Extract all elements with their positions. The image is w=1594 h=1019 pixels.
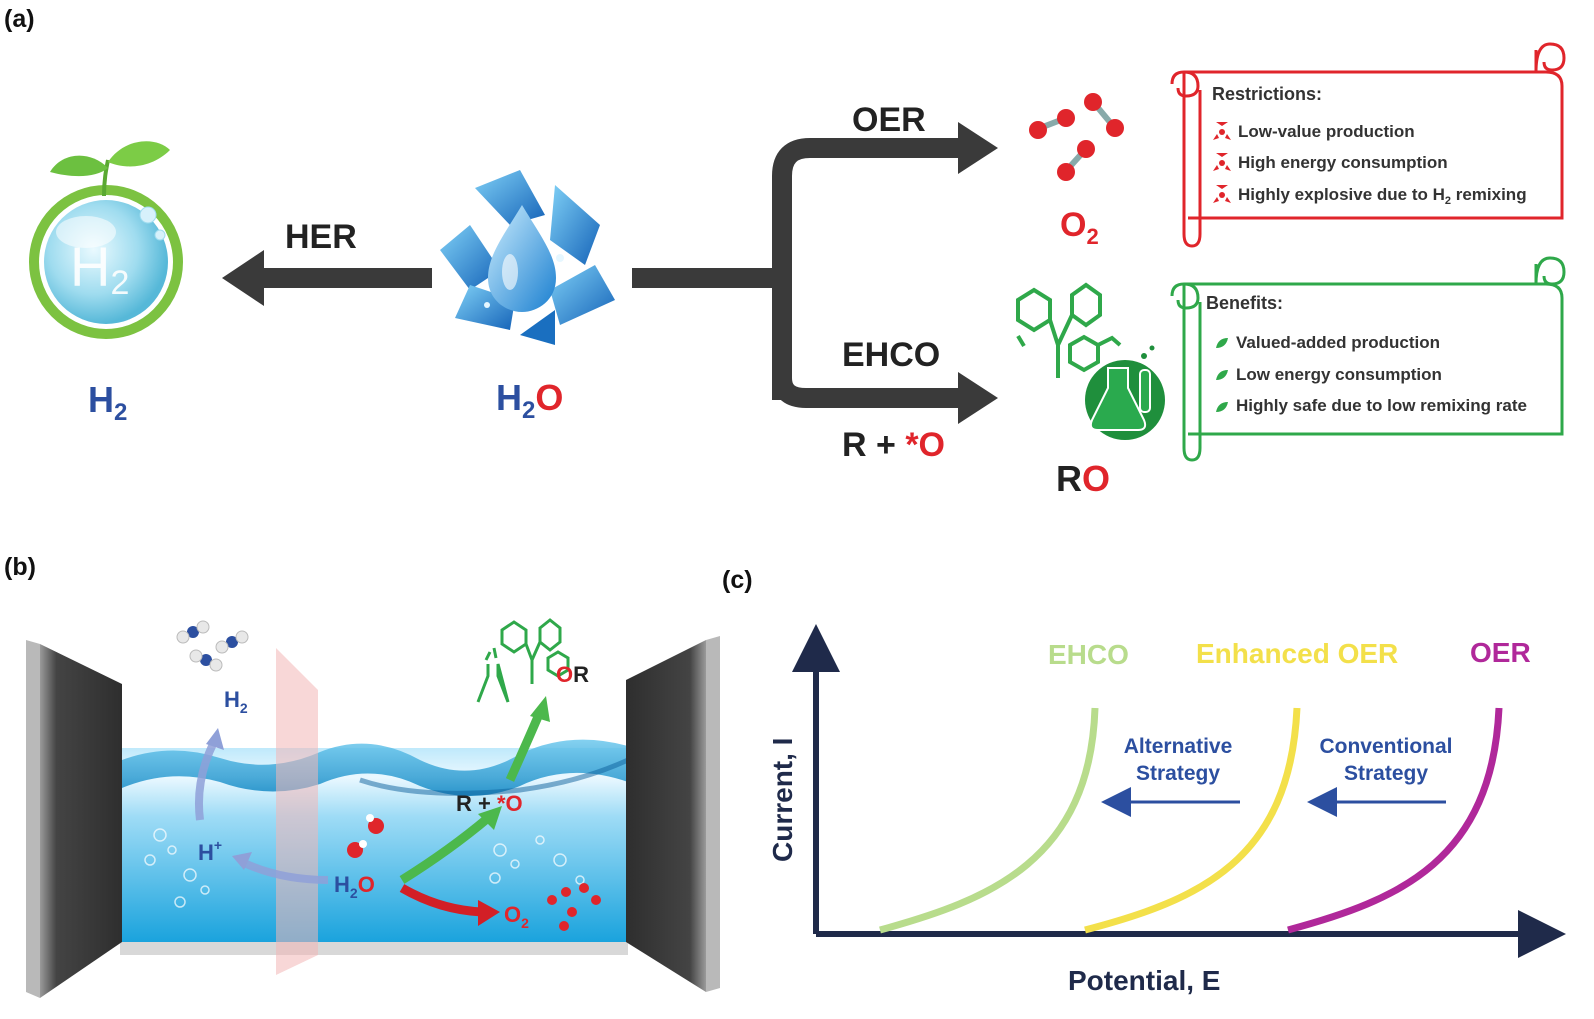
h-plus-label: H+ [198,837,222,865]
restriction-item-2: High energy consumption [1238,153,1448,172]
h2-molecules-icon [176,620,249,672]
or-product-label: OR [556,662,589,687]
r-plus-o-intermediate: R + *O [456,791,523,816]
restriction-item-1: Low-value production [1238,122,1415,141]
h2-gas-label: H2 [224,687,248,716]
hazard-icon [1213,185,1231,203]
legend-oer: OER [1470,637,1531,668]
h2-sphere-icon: H2 [29,141,183,339]
organic-product-icon [476,618,570,703]
organic-molecule-icon [1016,282,1122,378]
benefits-scroll [1170,256,1566,462]
curve-enhanced-oer [1084,707,1301,934]
leaf-icon [1216,402,1228,412]
her-label: HER [285,218,357,256]
conv-strategy-line1: Conventional [1319,735,1452,758]
benefits-title: Benefits: [1206,293,1283,313]
benefit-item-1: Valued-added production [1236,333,1440,352]
ro-product-label: RO [1056,458,1110,499]
membrane [276,648,318,975]
o2-gas-label: O2 [504,902,529,931]
panel-c: (c) Current, I Potential, E EHCO Enhance… [722,566,1566,996]
conv-strategy-line2: Strategy [1344,762,1428,785]
water-recycle-icon [440,170,615,345]
leaf-icon [1216,370,1228,380]
curve-ehco [879,707,1099,934]
leaf-icon [1216,338,1228,348]
flask-icon [1085,345,1165,440]
alt-strategy-line1: Alternative [1124,735,1233,758]
benefit-item-2: Low energy consumption [1236,365,1442,384]
panel-a-label: (a) [4,5,35,33]
y-axis-label: Current, I [767,738,798,862]
water-molecules-icon [347,814,384,858]
electrode-left [26,640,122,998]
x-axis-label: Potential, E [1068,965,1220,996]
o2-molecules-icon [1029,93,1124,181]
tank-floor [120,942,628,955]
panel-c-label: (c) [722,566,753,594]
restriction-item-3: Highly explosive due to H2 remixing [1238,185,1527,207]
oer-label: OER [852,101,926,139]
panel-b-label: (b) [4,553,36,581]
reaction-arrows [194,696,550,926]
panel-a: (a) H2 H2 HER [4,5,1566,499]
water-body [122,739,630,942]
hazard-icon [1213,122,1231,140]
legend-enhanced-oer: Enhanced OER [1196,638,1398,669]
h2o-label: H2O [496,377,563,424]
hazard-icon [1213,153,1231,171]
o2-molecules-icon [547,883,601,931]
h2o-reactant-label: H2O [334,872,375,901]
benefit-item-3: Highly safe due to low remixing rate [1236,396,1527,415]
branch-arrow [632,122,998,424]
restrictions-title: Restrictions: [1212,84,1322,104]
curve-oer [1287,707,1503,934]
ehco-label: EHCO [842,336,940,374]
alt-strategy-line2: Strategy [1136,762,1220,785]
r-plus-o-label: R + *O [842,426,945,464]
o2-product-label: O2 [1060,206,1099,249]
h2-bubble-text: H2 [70,235,129,302]
h2-product-label: H2 [88,379,127,426]
restrictions-scroll [1170,42,1566,248]
electrode-right [626,636,720,992]
legend-ehco: EHCO [1048,639,1129,670]
panel-b: (b) [4,553,720,998]
her-arrow [222,250,432,306]
